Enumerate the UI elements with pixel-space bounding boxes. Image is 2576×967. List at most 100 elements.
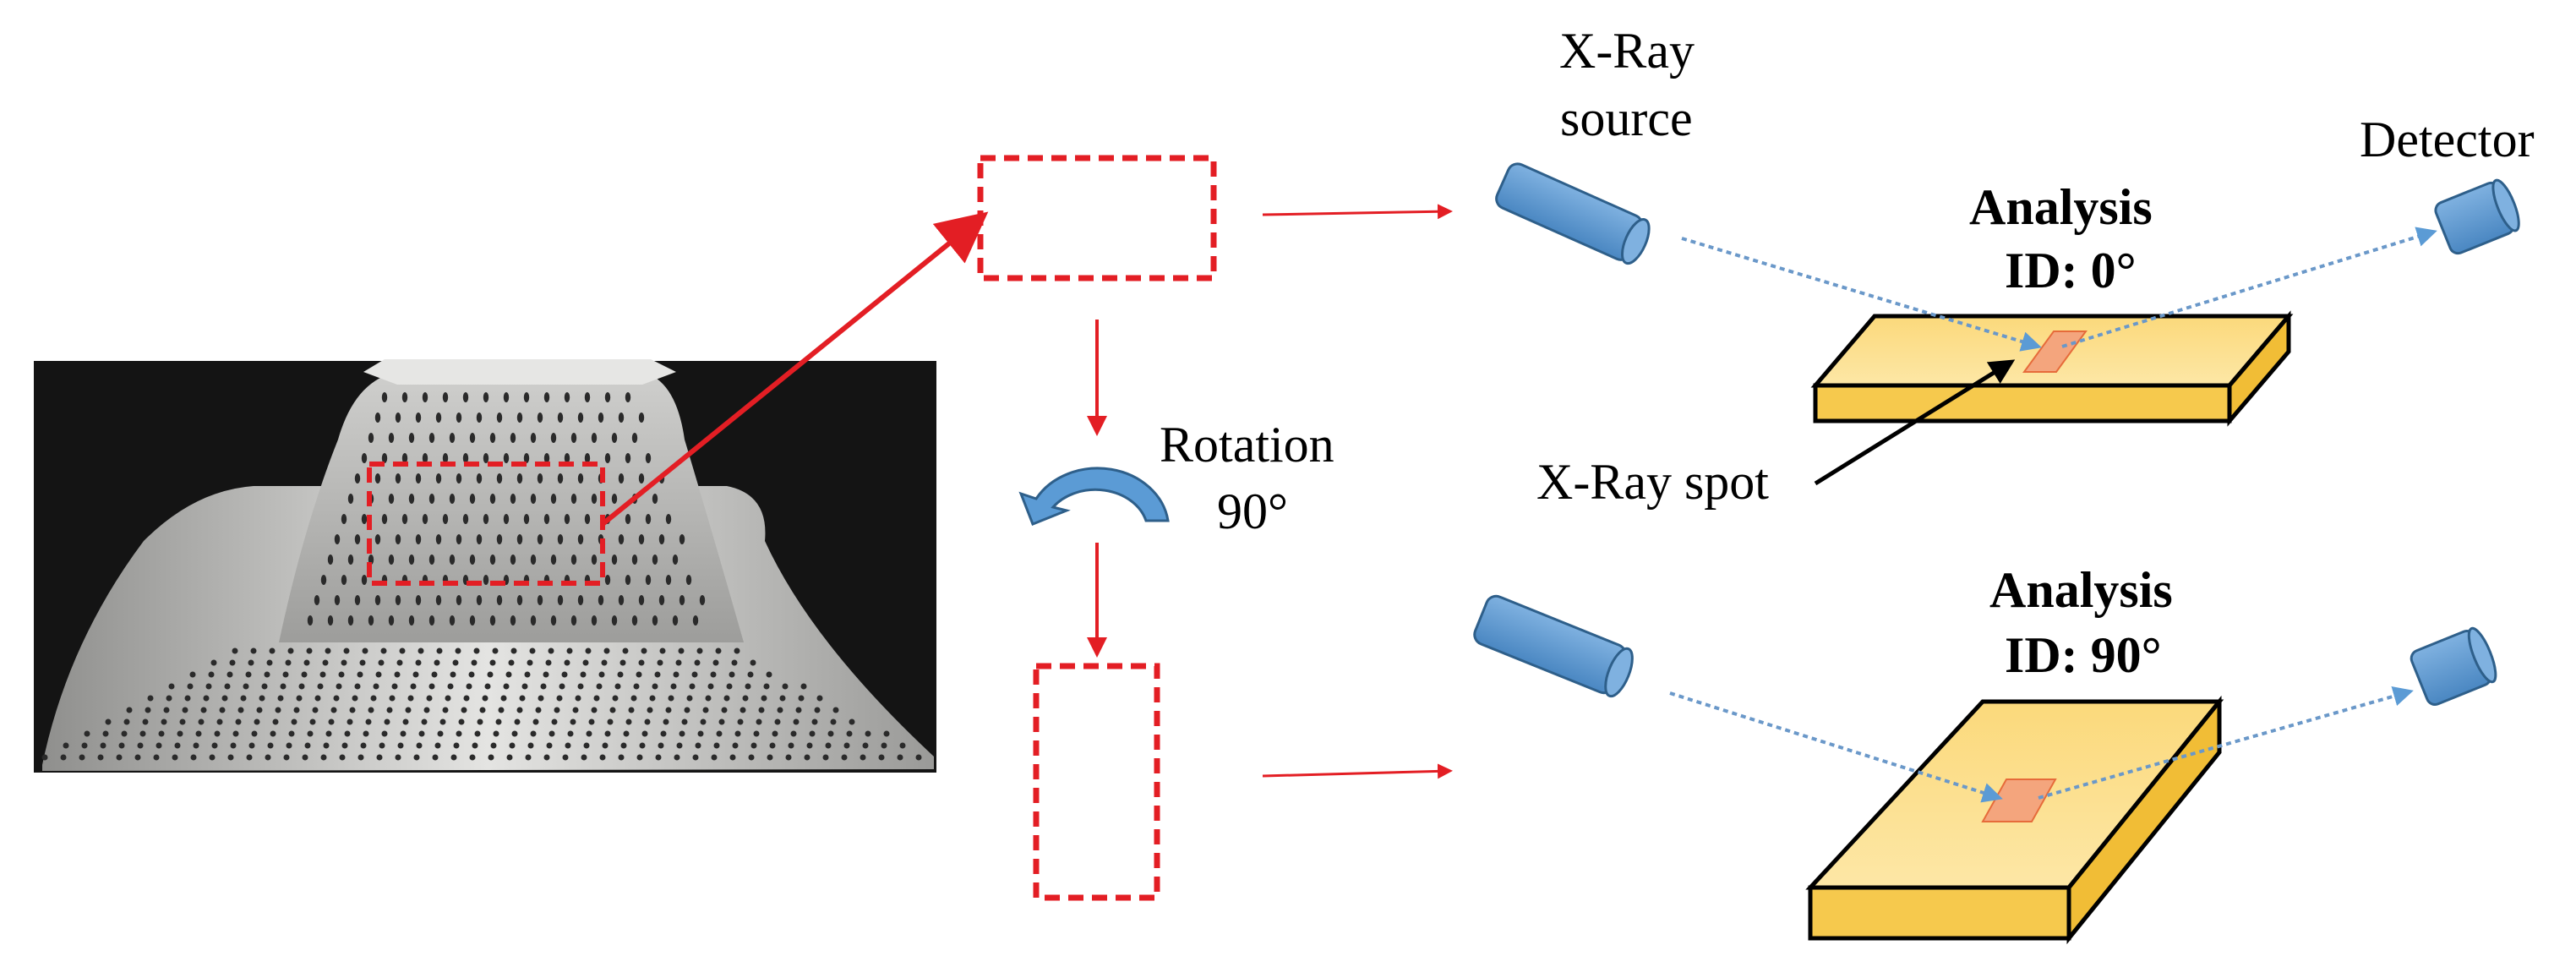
perforation-hole [374, 412, 381, 423]
perforation-hole [550, 555, 557, 565]
perforation-hole [461, 707, 467, 713]
xray-source-label-line2: source [1560, 90, 1693, 146]
perforation-hole [395, 754, 401, 761]
perforation-hole [655, 754, 662, 761]
perforation-hole [530, 494, 537, 504]
perforation-hole [782, 683, 789, 690]
perforation-hole [472, 742, 478, 749]
perforation-hole [543, 392, 550, 402]
perforation-hole [415, 595, 422, 605]
perforation-hole [519, 695, 526, 702]
perforation-hole [603, 647, 610, 654]
perforation-hole [408, 494, 415, 504]
perforation-hole [644, 718, 651, 725]
perforation-hole [618, 754, 625, 761]
perforation-hole [277, 695, 284, 702]
perforation-hole [283, 754, 290, 761]
perforation-hole [672, 555, 679, 565]
incident-beam-90 [1669, 691, 2003, 803]
perforation-hole [545, 659, 552, 666]
perforation-hole [777, 707, 783, 713]
perforation-hole [471, 659, 478, 666]
perforation-hole [428, 494, 435, 504]
perforation-hole [434, 659, 440, 666]
perforation-hole [779, 695, 786, 702]
perforation-hole [524, 671, 531, 678]
perforation-hole [543, 514, 550, 524]
perforation-hole [523, 514, 530, 524]
perforation-hole [658, 595, 665, 605]
perforation-hole [388, 494, 395, 504]
perforation-hole [530, 615, 537, 626]
perforation-hole [210, 659, 217, 666]
perforation-hole [449, 615, 456, 626]
perforation-hole [631, 615, 638, 626]
perforation-hole [695, 742, 701, 749]
perforation-hole [354, 595, 361, 605]
perforation-hole [362, 647, 368, 654]
perforation-hole [598, 671, 605, 678]
perforation-hole [795, 707, 802, 713]
perforation-hole [483, 453, 489, 463]
perforation-hole [397, 742, 404, 749]
perforation-hole [250, 647, 257, 654]
perforation-hole [102, 730, 109, 737]
perforation-hole [488, 754, 494, 761]
perforation-hole [584, 514, 591, 524]
perforation-hole [320, 575, 327, 585]
perforation-hole [679, 534, 685, 544]
perforation-hole [598, 412, 604, 423]
perforation-hole [543, 671, 549, 678]
perforation-hole [814, 707, 821, 713]
perforation-hole [537, 534, 543, 544]
perforation-hole [333, 695, 340, 702]
perforation-hole [546, 742, 553, 749]
perforation-hole [381, 453, 388, 463]
perforation-hole [184, 695, 191, 702]
perforation-hole [198, 718, 205, 725]
perforation-hole [575, 695, 581, 702]
xray-source-tube-icon [1495, 162, 1651, 265]
perforation-hole [447, 683, 454, 690]
perforation-hole [596, 683, 603, 690]
perforation-hole [675, 659, 682, 666]
perforation-hole [516, 595, 523, 605]
perforation-hole [437, 730, 444, 737]
perforation-hole [200, 707, 207, 713]
perforation-hole [793, 718, 800, 725]
perforation-hole [474, 730, 481, 737]
perforation-hole [881, 742, 887, 749]
perforation-hole [174, 742, 181, 749]
perforation-hole [740, 707, 746, 713]
perforation-hole [449, 555, 456, 565]
perforation-hole [368, 433, 374, 443]
perforation-hole [623, 730, 630, 737]
perforation-hole [748, 754, 755, 761]
perforation-hole [456, 473, 462, 484]
perforation-hole [469, 433, 476, 443]
perforation-hole [415, 473, 422, 484]
perforation-hole [134, 754, 141, 761]
perforation-hole [428, 683, 435, 690]
perforation-hole [577, 595, 584, 605]
perforation-hole [557, 595, 564, 605]
perforation-hole [422, 392, 428, 402]
perforation-hole [395, 473, 401, 484]
perforation-hole [665, 707, 672, 713]
perforation-hole [307, 730, 314, 737]
perforation-hole [618, 412, 625, 423]
perforation-hole [565, 742, 571, 749]
perforation-hole [510, 494, 516, 504]
perforation-hole [248, 742, 255, 749]
perforation-hole [550, 433, 557, 443]
perforation-hole [280, 683, 287, 690]
perforation-hole [530, 730, 537, 737]
perforation-hole [686, 695, 693, 702]
perforation-hole [349, 707, 356, 713]
perforation-hole [577, 534, 584, 544]
perforation-hole [401, 453, 408, 463]
perforation-hole [530, 555, 537, 565]
perforation-hole [462, 453, 469, 463]
perforation-hole [384, 718, 390, 725]
